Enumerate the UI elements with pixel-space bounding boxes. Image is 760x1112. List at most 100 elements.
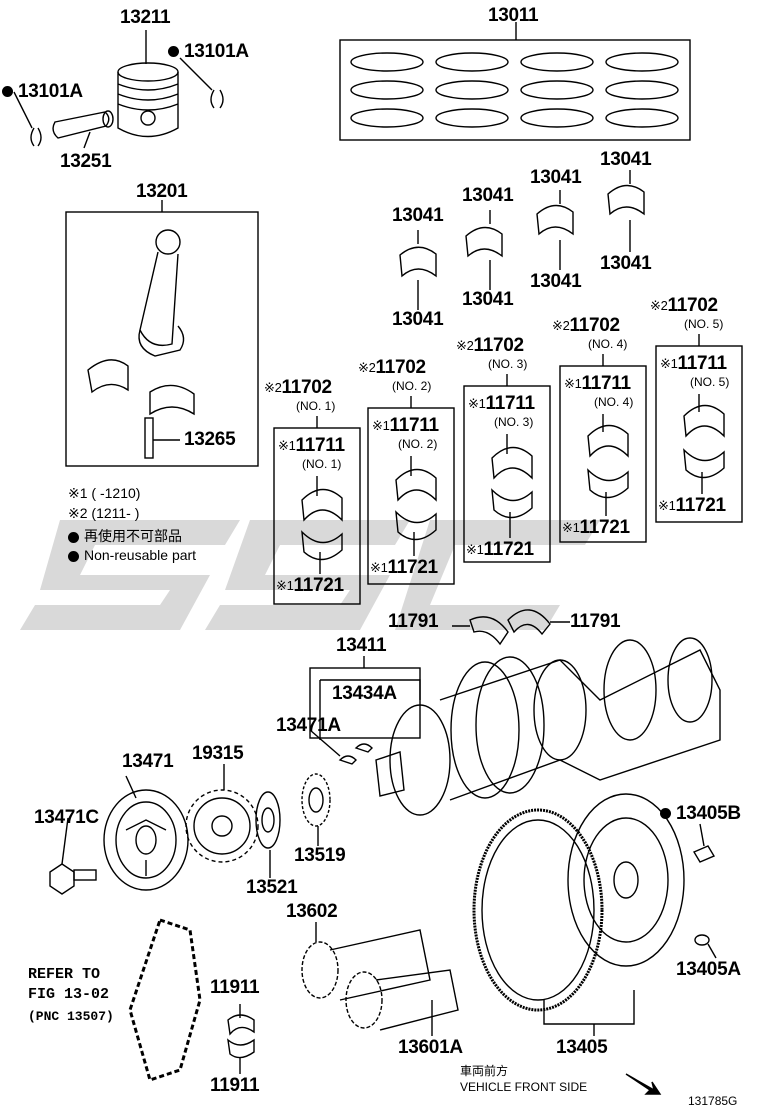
legend-note-2: ※2 (1211- ) (68, 505, 140, 521)
key-bracket (309, 667, 421, 739)
label-13434A: 13434A (332, 683, 397, 704)
label-13471C: 13471C (34, 807, 99, 828)
label-13101A-right: 13101A (168, 42, 249, 62)
thrust-washer-left (469, 616, 509, 646)
watermark-logo (20, 520, 600, 630)
label-11711-no3: ※111711 (468, 393, 535, 414)
sub-no4: (NO. 4) (588, 337, 628, 351)
nonreusable-dot-icon (68, 531, 79, 543)
crankshaft-drawing (319, 637, 721, 816)
label-13519: 13519 (294, 845, 346, 866)
label-13411: 13411 (336, 635, 387, 656)
connecting-rod-drawing (87, 229, 195, 459)
crankshaft-pulley-drawing (103, 789, 189, 891)
refer-line-1: REFER TO (28, 966, 101, 983)
label-11791-right: 11791 (570, 611, 621, 632)
label-13251: 13251 (60, 151, 112, 172)
front-arrow-icon (625, 1073, 662, 1095)
label-11702-no4: ※211702 (552, 315, 620, 336)
front-label-jp: 車両前方 (460, 1064, 509, 1078)
con-rod-bearings-drawing (399, 170, 645, 310)
label-13265: 13265 (184, 429, 236, 450)
label-13041-8: 13041 (600, 253, 652, 274)
label-13601A: 13601A (398, 1037, 463, 1058)
nonreusable-dot-icon (2, 86, 13, 98)
label-13041-6: 13041 (530, 271, 582, 292)
legend-nonreusable-jp: 再使用不可部品 (68, 527, 182, 545)
label-11702-no5: ※211702 (650, 295, 718, 316)
timing-chain-drawing (128, 918, 202, 1082)
label-13602: 13602 (286, 901, 338, 922)
label-13041-5: 13041 (530, 167, 582, 188)
label-13405B: 13405B (660, 804, 741, 824)
piston-rings-drawing (350, 52, 679, 128)
label-11721-no3: ※111721 (466, 539, 534, 560)
sub-11711-no3: (NO. 3) (494, 415, 534, 429)
piston-drawing (117, 30, 179, 138)
label-11711-no5: ※111711 (660, 353, 727, 374)
sub-11711-no1: (NO. 1) (302, 457, 342, 471)
timing-sprocket-drawing (185, 789, 259, 863)
balance-bearing-drawing (227, 1014, 255, 1059)
snap-ring-left (30, 127, 42, 147)
legend-nonreusable-en: Non-reusable part (68, 546, 196, 564)
nonreusable-dot-icon (660, 808, 671, 820)
label-11702-no2: ※211702 (358, 357, 426, 378)
label-11702-no3: ※211702 (456, 335, 524, 356)
sub-no1: (NO. 1) (296, 399, 336, 413)
label-11702-no1: ※211702 (264, 377, 332, 398)
sub-no3: (NO. 3) (488, 357, 528, 371)
piston-pin-drawing (52, 110, 114, 139)
con-rod-box (65, 211, 259, 467)
label-13041-3: 13041 (462, 185, 514, 206)
flywheel-drawing (567, 793, 685, 967)
balance-shaft-drawing (301, 929, 459, 1031)
main-bearing-boxes (273, 334, 743, 605)
label-13211: 13211 (120, 7, 171, 28)
label-13405A: 13405A (676, 959, 741, 980)
label-13521: 13521 (246, 877, 298, 898)
label-11721-no1: ※111721 (276, 575, 344, 596)
sub-11711-no5: (NO. 5) (690, 375, 730, 389)
label-13011: 13011 (488, 5, 539, 26)
label-13405: 13405 (556, 1037, 608, 1058)
label-11721-no2: ※111721 (370, 557, 438, 578)
crank-sprocket-drawing (301, 773, 331, 827)
label-11711-no1: ※111711 (278, 435, 345, 456)
sub-11711-no4: (NO. 4) (594, 395, 634, 409)
label-11711-no2: ※111711 (372, 415, 439, 436)
label-11911-bottom: 11911 (210, 1075, 260, 1096)
sub-no2: (NO. 2) (392, 379, 432, 393)
woodruff-key (338, 755, 357, 765)
ring-gear-drawing (472, 808, 604, 1012)
legend-note-1: ※1 ( -1210) (68, 485, 141, 501)
label-13041-2: 13041 (392, 309, 444, 330)
label-11711-no4: ※111711 (564, 373, 631, 394)
flywheel-bolt-drawing (692, 845, 716, 863)
label-11721-no5: ※111721 (658, 495, 726, 516)
label-13201: 13201 (136, 181, 188, 202)
label-13041-4: 13041 (462, 289, 514, 310)
label-13041-1: 13041 (392, 205, 444, 226)
label-11721-no4: ※111721 (562, 517, 630, 538)
thrust-washer-right (507, 609, 551, 636)
woodruff-key-2 (354, 743, 373, 753)
flywheel-plate-drawing (694, 934, 710, 946)
snap-ring-right (210, 89, 224, 109)
label-11791-left: 11791 (388, 611, 439, 632)
sub-11711-no2: (NO. 2) (398, 437, 438, 451)
front-label-en: VEHICLE FRONT SIDE (460, 1080, 588, 1094)
nonreusable-dot-icon (168, 46, 179, 58)
nonreusable-dot-icon (68, 550, 79, 562)
sub-no5: (NO. 5) (684, 317, 724, 331)
pulley-bolt-drawing (49, 863, 97, 895)
label-19315: 19315 (192, 743, 244, 764)
crank-gear-drawing (255, 791, 281, 849)
refer-line-2: FIG 13-02 (28, 986, 110, 1003)
label-13041-7: 13041 (600, 149, 652, 170)
label-13471A: 13471A (276, 715, 341, 736)
label-13471: 13471 (122, 751, 174, 772)
label-11911-top: 11911 (210, 977, 260, 998)
